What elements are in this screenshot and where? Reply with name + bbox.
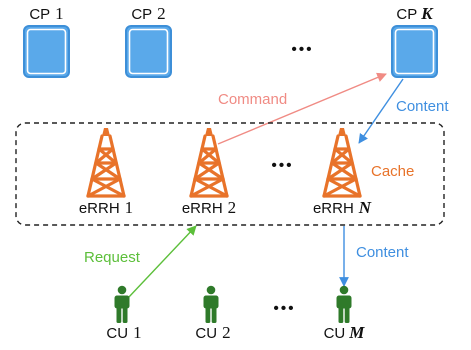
- cu-1-prefix: CU: [106, 325, 128, 342]
- cp-1-prefix: CP: [29, 6, 50, 23]
- tower-icon: [189, 126, 229, 198]
- cu-1-label: CU 1: [106, 323, 141, 342]
- errh-ellipsis: • • •: [271, 157, 291, 174]
- errh-2-index: 2: [228, 198, 237, 217]
- cp-2-prefix: CP: [131, 6, 152, 23]
- cu-m-prefix: CU: [324, 325, 346, 342]
- cp-k-box: [391, 25, 438, 78]
- cu-2-prefix: CU: [195, 325, 217, 342]
- cu-2-label: CU 2: [195, 323, 230, 342]
- request-arrow: [127, 225, 197, 299]
- cp-1-index: 1: [55, 4, 64, 23]
- errh-n-prefix: eRRH: [313, 200, 354, 217]
- command-label: Command: [218, 91, 287, 108]
- cu-2: CU 2: [195, 285, 231, 342]
- user-icon: [203, 285, 219, 323]
- errh-1-label: eRRH 1: [79, 198, 133, 217]
- errh-1-index: 1: [125, 198, 134, 217]
- tower-icon: [322, 126, 362, 198]
- cp-k-box-inner: [394, 28, 435, 75]
- command-arrow: [217, 72, 387, 145]
- cu-m-var: M: [348, 323, 365, 342]
- content-bottom-label: Content: [356, 244, 409, 261]
- cu-1: CU 1: [106, 285, 142, 342]
- user-icon: [336, 285, 352, 323]
- user-icon: [114, 285, 130, 323]
- cp-2: CP 2: [125, 4, 172, 78]
- cache-label: Cache: [371, 163, 414, 180]
- cp-k-prefix: CP: [396, 6, 417, 23]
- cp-ellipsis: • • •: [291, 41, 311, 58]
- cp-1-box: [23, 25, 70, 78]
- errh-1-prefix: eRRH: [79, 200, 120, 217]
- tower-icon: [86, 126, 126, 198]
- errh-2-label: eRRH 2: [182, 198, 236, 217]
- cp-2-index: 2: [157, 4, 166, 23]
- errh-1: eRRH 1: [79, 126, 133, 217]
- content-arrow-top: [358, 78, 404, 144]
- cp-1: CP 1: [23, 4, 70, 78]
- cu-2-index: 2: [222, 323, 231, 342]
- request-label: Request: [84, 249, 141, 266]
- cp-2-box: [125, 25, 172, 78]
- errh-2: eRRH 2: [182, 126, 236, 217]
- cp-k-var: K: [420, 4, 434, 23]
- errh-2-prefix: eRRH: [182, 200, 223, 217]
- cp-1-box-inner: [26, 28, 67, 75]
- errh-n-var: N: [358, 198, 372, 217]
- cp-1-label: CP 1: [29, 4, 63, 23]
- content-top-label: Content: [396, 98, 449, 115]
- cu-ellipsis: • • •: [273, 300, 293, 317]
- cu-1-index: 1: [133, 323, 142, 342]
- cp-2-box-inner: [128, 28, 169, 75]
- cp-2-label: CP 2: [131, 4, 165, 23]
